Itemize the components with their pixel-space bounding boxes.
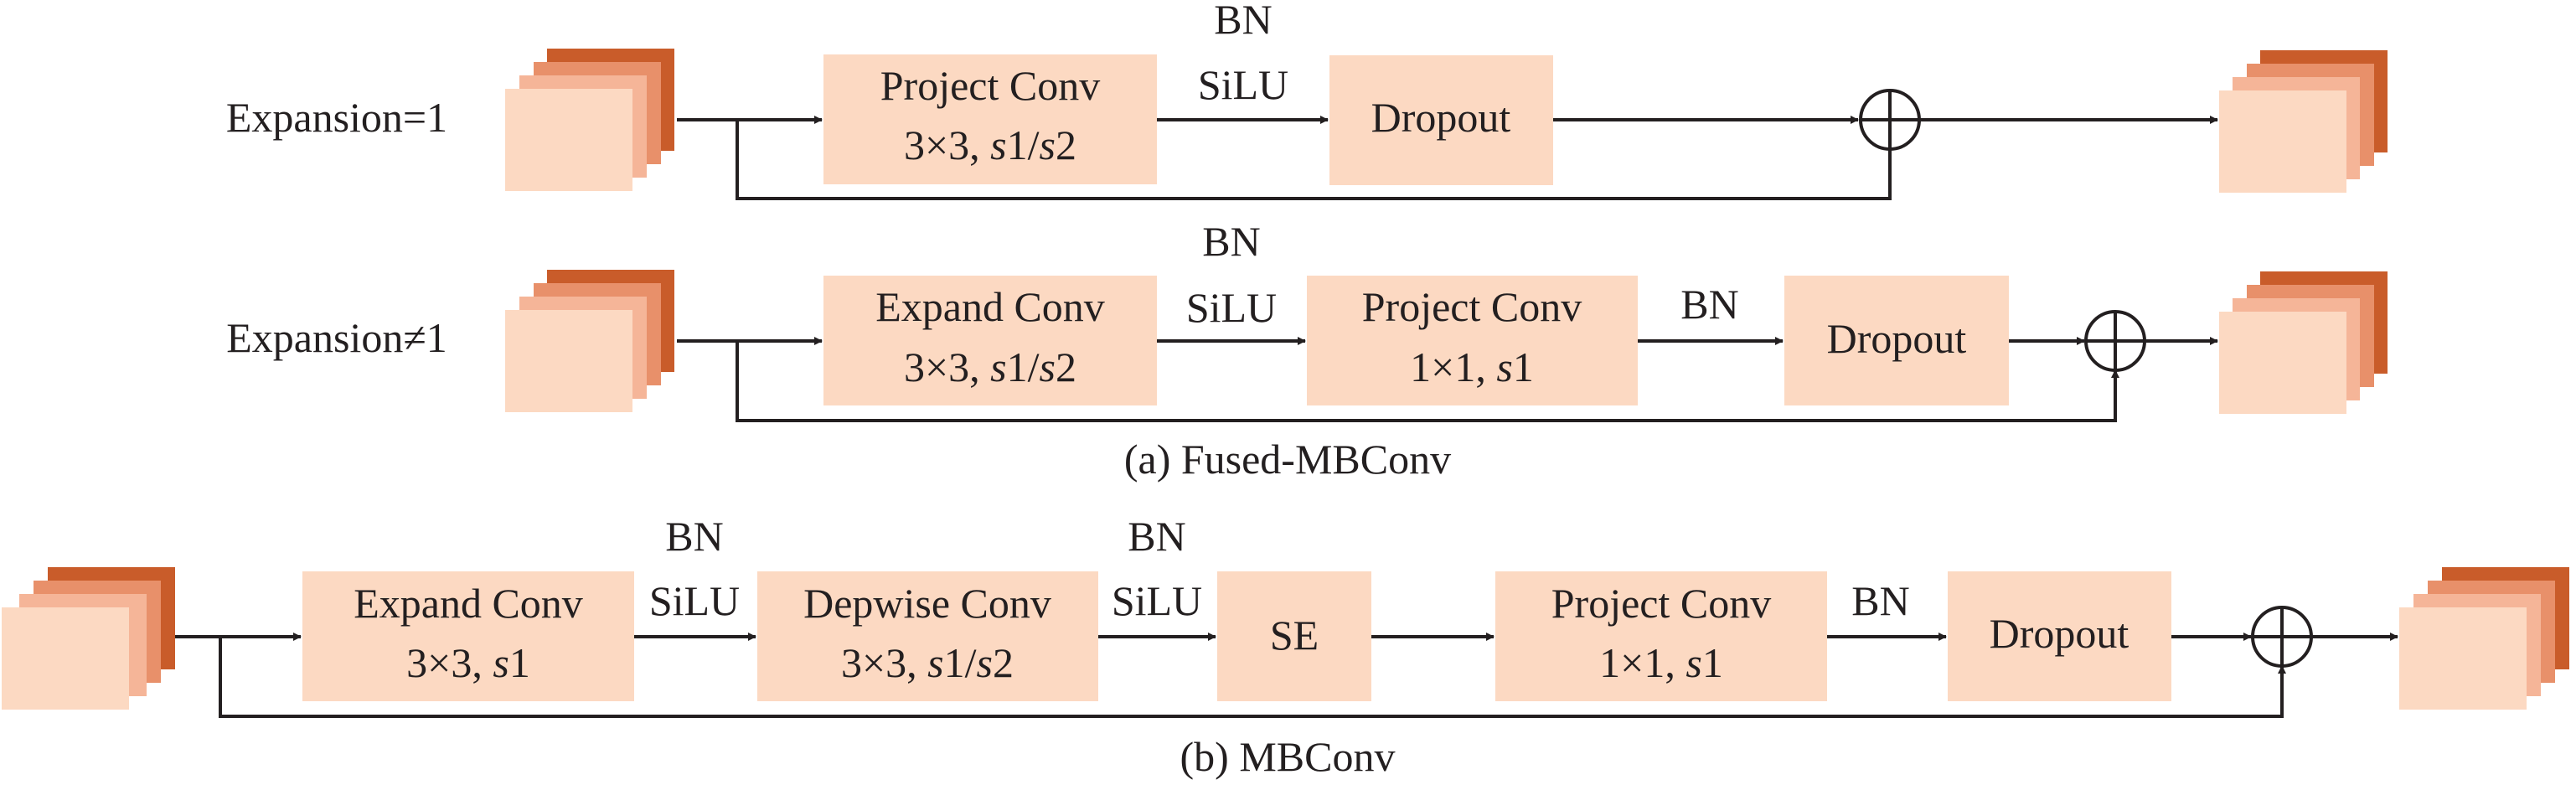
caption-a: (a) Fused-MBConv	[1124, 436, 1451, 483]
bn-label-a1: BN	[1214, 0, 1272, 43]
depwise-conv-params-b: 3×3, s1/s2	[841, 639, 1014, 686]
skip-connection-a1	[736, 120, 1894, 200]
project-conv-params-a2: 1×1, s1	[1410, 343, 1534, 390]
dropout-label-b: Dropout	[1990, 610, 2129, 657]
dropout-box-b: Dropout	[1948, 571, 2171, 701]
output-feature-stack-a2	[2219, 271, 2388, 414]
dropout-box-a2: Dropout	[1784, 276, 2009, 405]
bn-label-b-3: BN	[1851, 577, 1909, 624]
output-feature-stack-b	[2399, 567, 2569, 710]
expand-conv-params-a2: 3×3, s1/s2	[904, 343, 1076, 390]
se-box-b: SE	[1217, 571, 1371, 701]
expand-conv-label-a2: Expand Conv	[875, 283, 1105, 330]
silu-label-a2: SiLU	[1186, 284, 1277, 331]
project-conv-params-a1: 3×3, s1/s2	[904, 121, 1076, 168]
depwise-conv-box-b: Depwise Conv 3×3, s1/s2	[757, 571, 1098, 701]
expand-conv-box-a2: Expand Conv 3×3, s1/s2	[823, 276, 1157, 405]
input-feature-stack-a2	[505, 270, 674, 412]
depwise-conv-label-b: Depwise Conv	[803, 580, 1051, 627]
sum-icon-b	[2251, 606, 2313, 668]
project-conv-box-a2: Project Conv 1×1, s1	[1307, 276, 1638, 405]
output-feature-stack-a1	[2219, 50, 2388, 193]
project-conv-label-a2: Project Conv	[1362, 283, 1582, 330]
expand-conv-params-b: 3×3, s1	[406, 639, 530, 686]
input-feature-stack-a1	[505, 49, 674, 191]
silu-label-b-2: SiLU	[1112, 577, 1202, 624]
project-conv-label-a1: Project Conv	[880, 62, 1100, 109]
skip-connection-b	[219, 637, 2286, 718]
project-conv-label-b: Project Conv	[1551, 580, 1771, 627]
sum-icon-a2	[2084, 310, 2146, 372]
sum-icon-a1	[1859, 89, 1921, 151]
project-conv-params-b: 1×1, s1	[1599, 639, 1723, 686]
silu-label-b-1: SiLU	[649, 577, 740, 624]
project-conv-box-b: Project Conv 1×1, s1	[1495, 571, 1827, 701]
row-a1-label: Expansion=1	[226, 94, 447, 141]
dropout-box-a1: Dropout	[1329, 55, 1553, 185]
input-feature-stack-b	[2, 567, 175, 710]
bn-label-a2-2: BN	[1680, 281, 1738, 328]
row-a2-label: Expansion≠1	[226, 314, 447, 361]
bn-label-a2-1: BN	[1202, 218, 1260, 265]
dropout-label-a1: Dropout	[1371, 94, 1511, 141]
caption-b: (b) MBConv	[1180, 733, 1396, 780]
bn-label-b-1: BN	[665, 513, 723, 560]
silu-label-a1: SiLU	[1198, 61, 1288, 108]
dropout-label-a2: Dropout	[1827, 315, 1967, 362]
project-conv-box-a1: Project Conv 3×3, s1/s2	[823, 54, 1157, 184]
se-label-b: SE	[1270, 612, 1319, 658]
expand-conv-label-b: Expand Conv	[354, 580, 583, 627]
skip-connection-a2	[736, 341, 2119, 422]
bn-label-b-2: BN	[1128, 513, 1185, 560]
expand-conv-box-b: Expand Conv 3×3, s1	[302, 571, 634, 701]
